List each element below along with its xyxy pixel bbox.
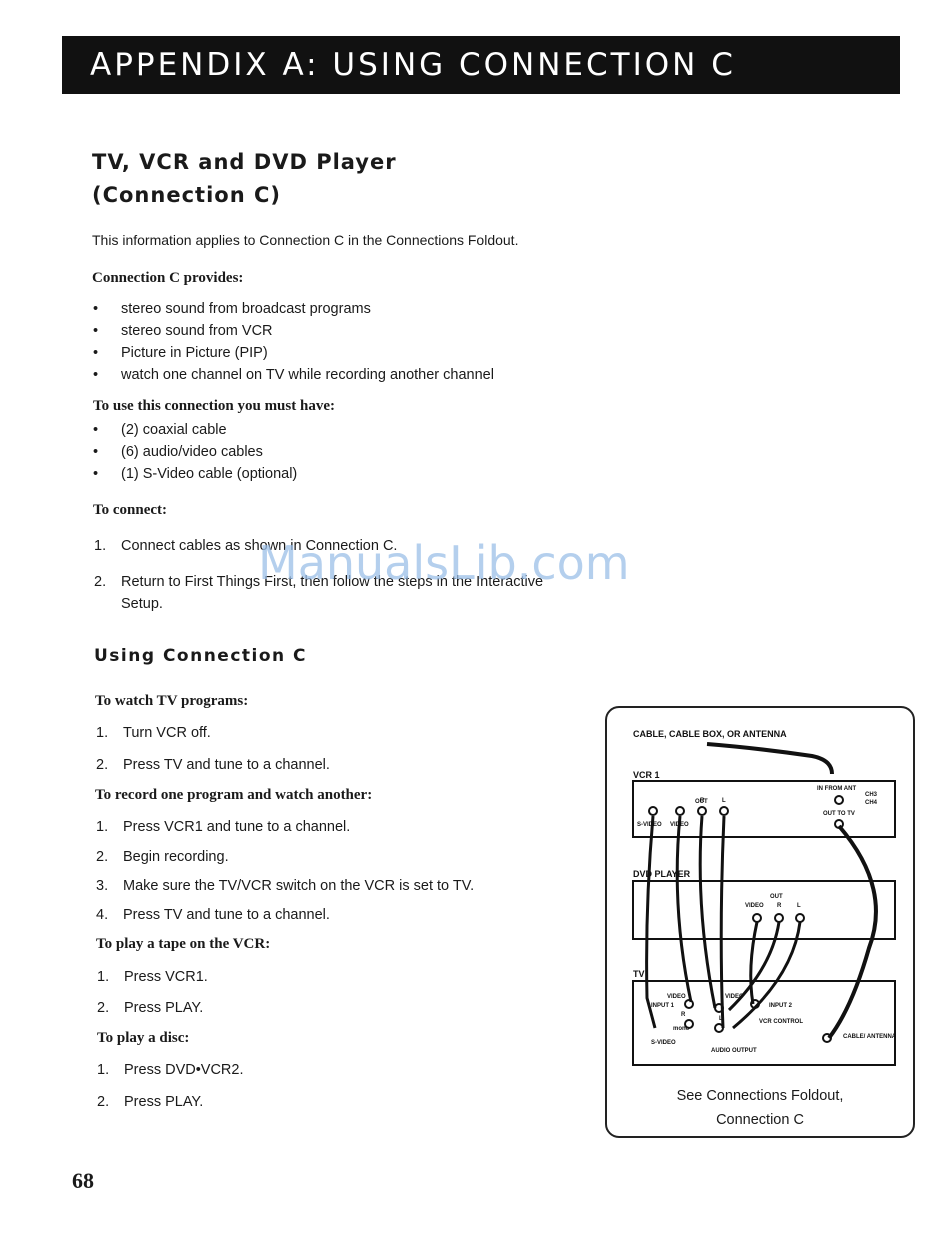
tv-input1-video-jack-icon: [684, 999, 694, 1009]
dvd-audio-r-cable: [727, 921, 781, 1012]
tv-cable-antenna-label: CABLE/ ANTENNA: [843, 1034, 897, 1040]
list-item: watch one channel on TV while recording …: [93, 364, 494, 386]
dvd-r-label: R: [777, 903, 782, 909]
step: 1.Press DVD•VCR2.: [97, 1062, 244, 1078]
dvd-video-cable: [749, 921, 759, 1005]
vcr-svideo-label: S-VIDEO: [637, 822, 662, 828]
antenna-cable: [706, 742, 834, 775]
vcr-video-cable: [675, 815, 693, 1003]
tv-mono-label: mono: [673, 1026, 690, 1032]
vcr-label: VCR 1: [633, 770, 660, 780]
in-from-ant-jack-icon: [834, 795, 844, 805]
disc-label: To play a disc:: [97, 1030, 190, 1046]
in-from-ant-label: IN FROM ANT: [817, 786, 856, 792]
vcr-l-label: L: [722, 798, 726, 804]
dvd-video-label: VIDEO: [745, 903, 764, 909]
tv-input2-label: INPUT 2: [769, 1003, 793, 1009]
tv-label: TV: [633, 969, 645, 979]
watch-tv-label: To watch TV programs:: [95, 693, 249, 709]
list-item: (1) S-Video cable (optional): [93, 463, 297, 485]
list-item: Picture in Picture (PIP): [93, 342, 494, 364]
dvd-l-label: L: [797, 903, 801, 909]
tv-svideo-label: S-VIDEO: [651, 1040, 676, 1046]
tv-audio-output-label: AUDIO OUTPUT: [711, 1048, 757, 1054]
section-title-line2: (Connection C): [92, 183, 281, 207]
connection-diagram-svg: CABLE, CABLE BOX, OR ANTENNA VCR 1 IN FR…: [632, 729, 897, 1066]
step: 2.Begin recording.: [96, 849, 229, 865]
page-number: 68: [72, 1168, 94, 1193]
ch4-label: CH4: [865, 800, 878, 806]
vcr-out-label: OUT: [695, 799, 708, 805]
tv-video2-label: VIDEO: [725, 994, 744, 1000]
must-have-list: (2) coaxial cable (6) audio/video cables…: [93, 419, 297, 485]
out-to-tv-label: OUT TO TV: [823, 811, 855, 817]
dvd-audio-l-cable: [732, 921, 802, 1030]
list-item: stereo sound from broadcast programs: [93, 298, 494, 320]
subsection-title: Using Connection C: [94, 646, 308, 666]
connect-step: 2.Return to First Things First, then fol…: [94, 574, 544, 590]
list-item: (6) audio/video cables: [93, 441, 297, 463]
appendix-banner: APPENDIX A: USING CONNECTION C: [62, 36, 900, 94]
provides-label: Connection C provides:: [92, 270, 244, 286]
watermark: ManualsLib.com: [258, 536, 630, 590]
step: 2.Press TV and tune to a channel.: [96, 757, 330, 773]
section-title-line1: TV, VCR and DVD Player: [92, 150, 397, 174]
diagram-caption-line2: Connection C: [716, 1112, 804, 1128]
must-have-label: To use this connection you must have:: [93, 398, 335, 414]
vcr-audio-l-cable: [719, 815, 726, 1029]
tv-input1-audio-jack-icon: [684, 1019, 694, 1029]
diagram-caption-line1: See Connections Foldout,: [676, 1088, 844, 1104]
step: 1.Turn VCR off.: [96, 725, 211, 741]
tv-vcr-control-label: VCR CONTROL: [759, 1019, 803, 1025]
dvd-out-label: OUT: [770, 894, 783, 900]
record-label: To record one program and watch another:: [95, 787, 373, 803]
dvd-label: DVD PLAYER: [633, 869, 691, 879]
provides-list: stereo sound from broadcast programs ste…: [93, 298, 494, 386]
tv-video1-label: VIDEO: [667, 994, 686, 1000]
dvd-panel: [632, 880, 896, 940]
step: 3.Make sure the TV/VCR switch on the VCR…: [96, 878, 475, 894]
step: 2.Press PLAY.: [97, 1000, 204, 1016]
tape-label: To play a tape on the VCR:: [96, 936, 271, 952]
ch3-label: CH3: [865, 792, 878, 798]
connect-step: 1.Connect cables as shown in Connection …: [94, 538, 398, 554]
list-item: (2) coaxial cable: [93, 419, 297, 441]
section-title: TV, VCR and DVD Player (Connection C): [92, 146, 397, 212]
step: 2.Press PLAY.: [97, 1094, 204, 1110]
audio-r-jack-icon: [697, 806, 707, 816]
vcr-r-label: R: [700, 798, 705, 804]
list-item: stereo sound from VCR: [93, 320, 494, 342]
connection-diagram: CABLE, CABLE BOX, OR ANTENNA VCR 1 IN FR…: [605, 706, 915, 1138]
step: 1.Press VCR1 and tune to a channel.: [96, 819, 351, 835]
svideo-cable: [645, 815, 657, 1029]
audio-l-jack-icon: [719, 806, 729, 816]
connect-step-cont: Setup.: [121, 596, 163, 612]
video-jack-icon: [675, 806, 685, 816]
step: 4.Press TV and tune to a channel.: [96, 907, 330, 923]
tv-l-label: L: [719, 1016, 723, 1022]
connect-label: To connect:: [93, 502, 168, 518]
vcr-audio-r-cable: [698, 815, 717, 1009]
svideo-jack-icon: [648, 806, 658, 816]
tv-r-label: R: [681, 1012, 686, 1018]
intro-text: This information applies to Connection C…: [92, 232, 519, 248]
source-label: CABLE, CABLE BOX, OR ANTENNA: [633, 729, 787, 739]
coax-cable-vcr-to-tv: [827, 824, 878, 1040]
tv-input1-label: INPUT 1: [651, 1003, 675, 1009]
step: 1.Press VCR1.: [97, 969, 208, 985]
